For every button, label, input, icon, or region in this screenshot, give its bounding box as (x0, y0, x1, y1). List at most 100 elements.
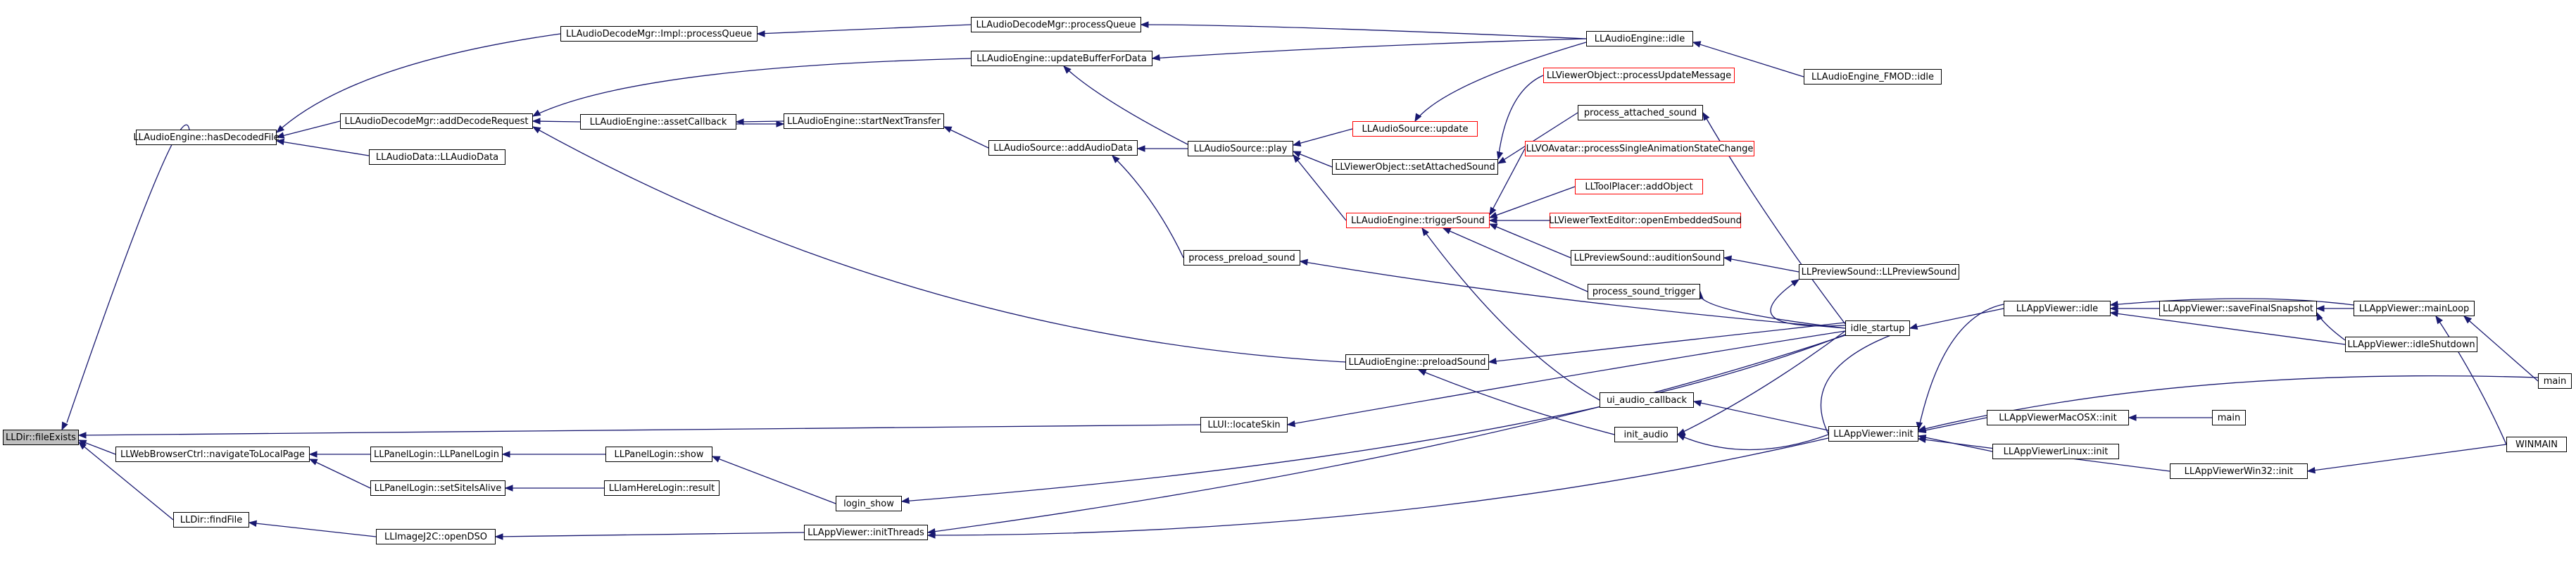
node-winmain[interactable]: WINMAIN (2506, 437, 2567, 452)
node-label: LLAppViewer::idleShutdown (2347, 339, 2475, 350)
call-edge (1152, 38, 1587, 59)
node-label: LLAppViewerLinux::init (2003, 446, 2109, 457)
node-process-attached-sound[interactable]: process_attached_sound (1578, 105, 1703, 120)
call-edge (249, 522, 377, 537)
edge-arrowhead (756, 30, 765, 37)
node-locateskin[interactable]: LLUI::locateSkin (1200, 417, 1288, 432)
node-auditionsound[interactable]: LLPreviewSound::auditionSound (1571, 250, 1724, 266)
node-audiosource-update[interactable]: LLAudioSource::update (1352, 121, 1478, 137)
node-label: process_sound_trigger (1592, 286, 1696, 297)
node-setsiteisalive[interactable]: LLPanelLogin::setSiteIsAlive (370, 480, 505, 496)
edge-arrowhead (1909, 323, 1918, 330)
call-edge (1414, 42, 1587, 122)
node-label: LLAudioDecodeMgr::addDecodeRequest (344, 116, 529, 127)
call-edge (1497, 75, 1544, 160)
node-init-audio[interactable]: init_audio (1614, 427, 1678, 442)
node-linux-init[interactable]: LLAppViewerLinux::init (1992, 444, 2119, 459)
node-lldir-fileexists[interactable]: LLDir::fileExists (3, 430, 79, 445)
call-edge (943, 126, 989, 149)
edge-arrowhead (501, 451, 510, 458)
edge-arrowhead (735, 118, 744, 125)
node-label: LLAppViewer::saveFinalSnapshot (2162, 303, 2314, 314)
edge-arrowhead (494, 533, 503, 540)
node-label: LLAudioSource::addAudioData (993, 142, 1133, 154)
node-audiodata[interactable]: LLAudioData::LLAudioData (369, 149, 505, 165)
call-edge (1300, 261, 1846, 329)
call-edge (1287, 330, 1846, 425)
node-label: LLPanelLogin::LLPanelLogin (373, 449, 499, 460)
node-main-mid[interactable]: main (2212, 410, 2246, 425)
call-edge (1293, 154, 1347, 221)
node-triggersound[interactable]: LLAudioEngine::triggerSound (1346, 213, 1490, 228)
call-edge (1418, 369, 1615, 435)
node-label: main (2543, 375, 2567, 387)
node-impl-processqueue[interactable]: LLAudioDecodeMgr::Impl::processQueue (560, 26, 758, 42)
node-panellogin-ctor[interactable]: LLPanelLogin::LLPanelLogin (370, 447, 503, 462)
call-edge (276, 140, 370, 156)
node-engine-idle[interactable]: LLAudioEngine::idle (1586, 31, 1693, 46)
node-win32-init[interactable]: LLAppViewerWin32::init (2170, 463, 2308, 479)
node-appviewer-init[interactable]: LLAppViewer::init (1828, 426, 1918, 442)
edge-arrowhead (2109, 300, 2119, 308)
node-label: LLViewerObject::processUpdateMessage (1546, 70, 1732, 81)
call-edge (1063, 66, 1188, 145)
node-login-show[interactable]: login_show (836, 496, 902, 511)
call-edge (1677, 434, 1829, 451)
node-idle-startup[interactable]: idle_startup (1845, 320, 1910, 336)
node-savefinalsnapshot[interactable]: LLAppViewer::saveFinalSnapshot (2159, 301, 2317, 316)
edge-arrowhead (1299, 258, 1309, 266)
call-edge (532, 126, 1346, 363)
call-edge (276, 33, 561, 133)
node-main-right[interactable]: main (2538, 373, 2572, 389)
node-label: process_preload_sound (1188, 252, 1295, 263)
edge-arrowhead (1917, 426, 1927, 434)
node-iamhere-result[interactable]: LLIamHereLogin::result (604, 480, 720, 496)
node-addaudiodata[interactable]: LLAudioSource::addAudioData (988, 140, 1138, 156)
node-findfile[interactable]: LLDir::findFile (173, 512, 249, 528)
call-edge (712, 456, 836, 504)
call-edge (1293, 128, 1353, 146)
node-openembeddedsound[interactable]: LLViewerTextEditor::openEmbeddedSound (1549, 213, 1742, 228)
node-toolplacer-addobject[interactable]: LLToolPlacer::addObject (1575, 179, 1703, 194)
call-edge (1677, 330, 1846, 435)
node-label: LLAudioEngine::idle (1594, 33, 1685, 44)
edge-arrowhead (504, 485, 513, 492)
edge-arrowhead (1488, 357, 1497, 365)
call-edge (532, 120, 581, 123)
node-setattachedsound[interactable]: LLViewerObject::setAttachedSound (1332, 159, 1498, 175)
node-label: LLDir::findFile (180, 514, 243, 525)
edge-arrowhead (943, 126, 953, 133)
node-initthreads[interactable]: LLAppViewer::initThreads (804, 525, 928, 540)
node-process-sound-trigger[interactable]: process_sound_trigger (1588, 284, 1700, 299)
node-ui-audio-callback[interactable]: ui_audio_callback (1600, 392, 1694, 408)
node-vovatar-animation[interactable]: LLVOAvatar::processSingleAnimationStateC… (1525, 141, 1754, 156)
edge-arrowhead (275, 125, 285, 133)
node-opendso[interactable]: LLImageJ2C::openDSO (376, 529, 496, 544)
edge-arrowhead (1292, 151, 1302, 158)
node-idleshutdown[interactable]: LLAppViewer::idleShutdown (2345, 337, 2477, 352)
node-mainloop[interactable]: LLAppViewer::mainLoop (2354, 301, 2475, 316)
node-assetcallback[interactable]: LLAudioEngine::assetCallback (580, 114, 736, 130)
node-updatebufferfordata[interactable]: LLAudioEngine::updateBufferForData (971, 51, 1152, 66)
node-adddecoderequest[interactable]: LLAudioDecodeMgr::addDecodeRequest (340, 113, 533, 129)
node-appviewer-idle[interactable]: LLAppViewer::idle (2004, 301, 2111, 316)
node-hasdecodedfile[interactable]: LLAudioEngine::hasDecodedFile (133, 130, 279, 145)
edge-arrowhead (1421, 227, 1429, 237)
node-macosx-init[interactable]: LLAppViewerMacOSX::init (1987, 410, 2129, 425)
node-audiosource-play[interactable]: LLAudioSource::play (1188, 141, 1293, 156)
node-fmod-idle[interactable]: LLAudioEngine_FMOD::idle (1804, 69, 1942, 85)
node-panellogin-show[interactable]: LLPanelLogin::show (605, 447, 712, 462)
node-preloadsound[interactable]: LLAudioEngine::preloadSound (1345, 354, 1489, 370)
node-processupdatemessage[interactable]: LLViewerObject::processUpdateMessage (1543, 68, 1735, 83)
node-processqueue[interactable]: LLAudioDecodeMgr::processQueue (971, 17, 1141, 32)
edge-arrowhead (1442, 227, 1452, 235)
node-navigatetolocalpage[interactable]: LLWebBrowserCtrl::navigateToLocalPage (115, 447, 310, 462)
node-startnexttransfer[interactable]: LLAudioEngine::startNextTransfer (784, 113, 944, 129)
call-edge (532, 58, 972, 117)
node-process-preload-sound[interactable]: process_preload_sound (1183, 250, 1300, 266)
edge-arrowhead (776, 120, 785, 127)
node-previewsound[interactable]: LLPreviewSound::LLPreviewSound (1799, 264, 1959, 280)
call-edge (927, 335, 1846, 533)
edge-arrowhead (2128, 414, 2137, 421)
node-label: LLIamHereLogin::result (608, 482, 715, 494)
